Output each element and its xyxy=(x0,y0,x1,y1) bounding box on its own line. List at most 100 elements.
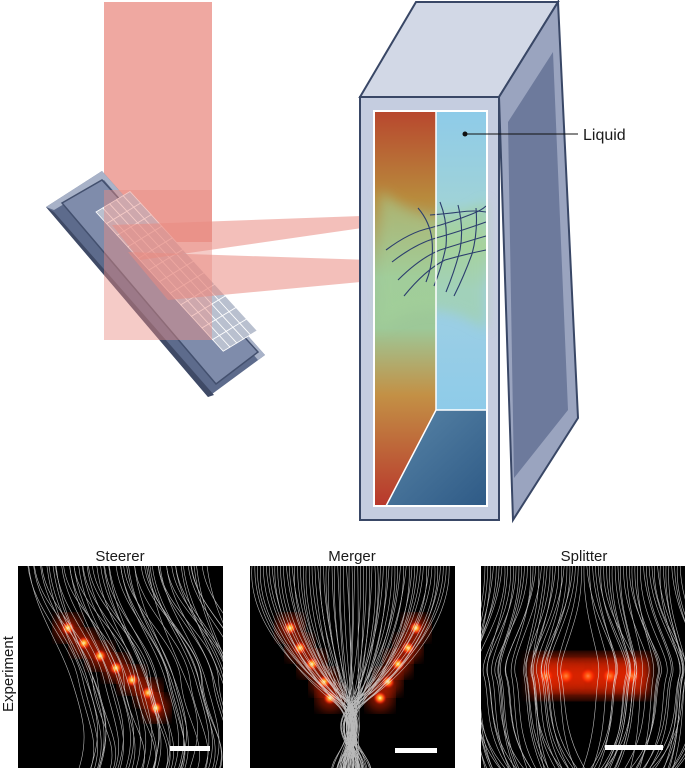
streamline xyxy=(340,566,421,768)
steerer-streamlines xyxy=(27,566,223,768)
streamline xyxy=(69,566,124,768)
panel-title-steerer: Steerer xyxy=(95,548,144,565)
streamline xyxy=(603,566,630,768)
streamline xyxy=(314,566,349,768)
streamline xyxy=(523,566,542,768)
streamline xyxy=(671,566,685,768)
streamline xyxy=(166,566,223,663)
streamline xyxy=(274,566,349,768)
streamline xyxy=(617,566,638,768)
streamline xyxy=(486,566,517,768)
laser-spot xyxy=(77,636,91,650)
streamline xyxy=(665,566,683,768)
streamline xyxy=(499,566,525,768)
streamline xyxy=(482,566,511,768)
streamline xyxy=(541,566,573,768)
streamline xyxy=(498,566,523,768)
streamline xyxy=(126,566,189,768)
streamline xyxy=(668,566,685,768)
streamline xyxy=(642,566,672,768)
streamline xyxy=(536,566,565,768)
streamline xyxy=(46,566,98,768)
streamline xyxy=(128,566,185,768)
streamline xyxy=(73,566,131,768)
streamline xyxy=(96,566,153,768)
streamline xyxy=(540,566,563,768)
streamline xyxy=(481,566,494,768)
streamline xyxy=(497,566,520,768)
streamline xyxy=(158,566,223,706)
streamline xyxy=(134,566,187,768)
laser-spot xyxy=(109,661,123,675)
incident-beam-on-slm xyxy=(104,190,212,340)
streamline xyxy=(48,566,105,768)
streamline xyxy=(494,566,528,768)
streamline xyxy=(645,566,674,768)
panel-splitter xyxy=(481,566,685,768)
laser-spot xyxy=(149,701,163,715)
streamline xyxy=(514,566,542,768)
streamline xyxy=(157,566,223,721)
streamline xyxy=(166,566,223,715)
experiment-row-label: Experiment xyxy=(0,635,17,712)
slm-bottom-face xyxy=(46,207,214,397)
splitter-laser-spots xyxy=(530,655,650,697)
streamline xyxy=(171,566,223,659)
streamline xyxy=(41,566,116,768)
streamline xyxy=(505,566,537,768)
streamline xyxy=(652,566,685,768)
streamline xyxy=(582,566,600,768)
streamline xyxy=(148,566,198,768)
liquid-label: Liquid xyxy=(583,127,626,144)
splitter-streamlines xyxy=(481,566,685,768)
panel-merger xyxy=(250,566,455,768)
streamline xyxy=(180,566,223,685)
streamline xyxy=(151,566,213,768)
streamline xyxy=(303,566,349,768)
streamline xyxy=(548,566,578,768)
streamline xyxy=(651,566,683,768)
streamline xyxy=(308,566,349,768)
streamline xyxy=(27,566,95,768)
cell-right-inner-panel xyxy=(508,52,568,478)
laser-spot xyxy=(93,649,107,663)
streamline xyxy=(134,566,209,768)
streamline xyxy=(560,566,585,768)
streamline xyxy=(544,566,574,768)
streamline xyxy=(623,566,650,768)
streamline xyxy=(603,566,637,768)
streamline xyxy=(342,566,447,768)
streamline xyxy=(346,566,427,768)
streamline xyxy=(481,566,501,768)
streamline xyxy=(659,566,681,768)
merger-streamlines xyxy=(251,566,450,768)
splitter-scale-bar xyxy=(605,745,663,750)
slm-pixel xyxy=(239,318,258,336)
streamline xyxy=(657,566,685,768)
streamline xyxy=(265,566,354,768)
streamline xyxy=(491,566,514,768)
streamline xyxy=(206,566,223,624)
panel-title-merger: Merger xyxy=(328,548,376,565)
streamline xyxy=(640,566,668,768)
streamline xyxy=(149,566,210,768)
streamline xyxy=(55,566,119,768)
streamline xyxy=(108,566,160,768)
streamline xyxy=(586,566,618,768)
merger-scale-bar xyxy=(395,748,437,753)
schematic: Liquid xyxy=(46,0,626,524)
streamline xyxy=(159,566,220,768)
streamline xyxy=(344,566,413,768)
streamline xyxy=(349,566,450,768)
streamline xyxy=(183,566,223,671)
streamline xyxy=(615,566,636,768)
streamline xyxy=(481,566,497,768)
streamline xyxy=(86,566,147,768)
laser-spot xyxy=(373,691,387,705)
liquid-annotation: Liquid xyxy=(462,127,626,144)
streamline xyxy=(595,566,616,768)
streamline xyxy=(504,566,534,768)
streamline xyxy=(481,566,489,768)
streamline xyxy=(343,566,399,768)
streamline xyxy=(120,566,185,768)
